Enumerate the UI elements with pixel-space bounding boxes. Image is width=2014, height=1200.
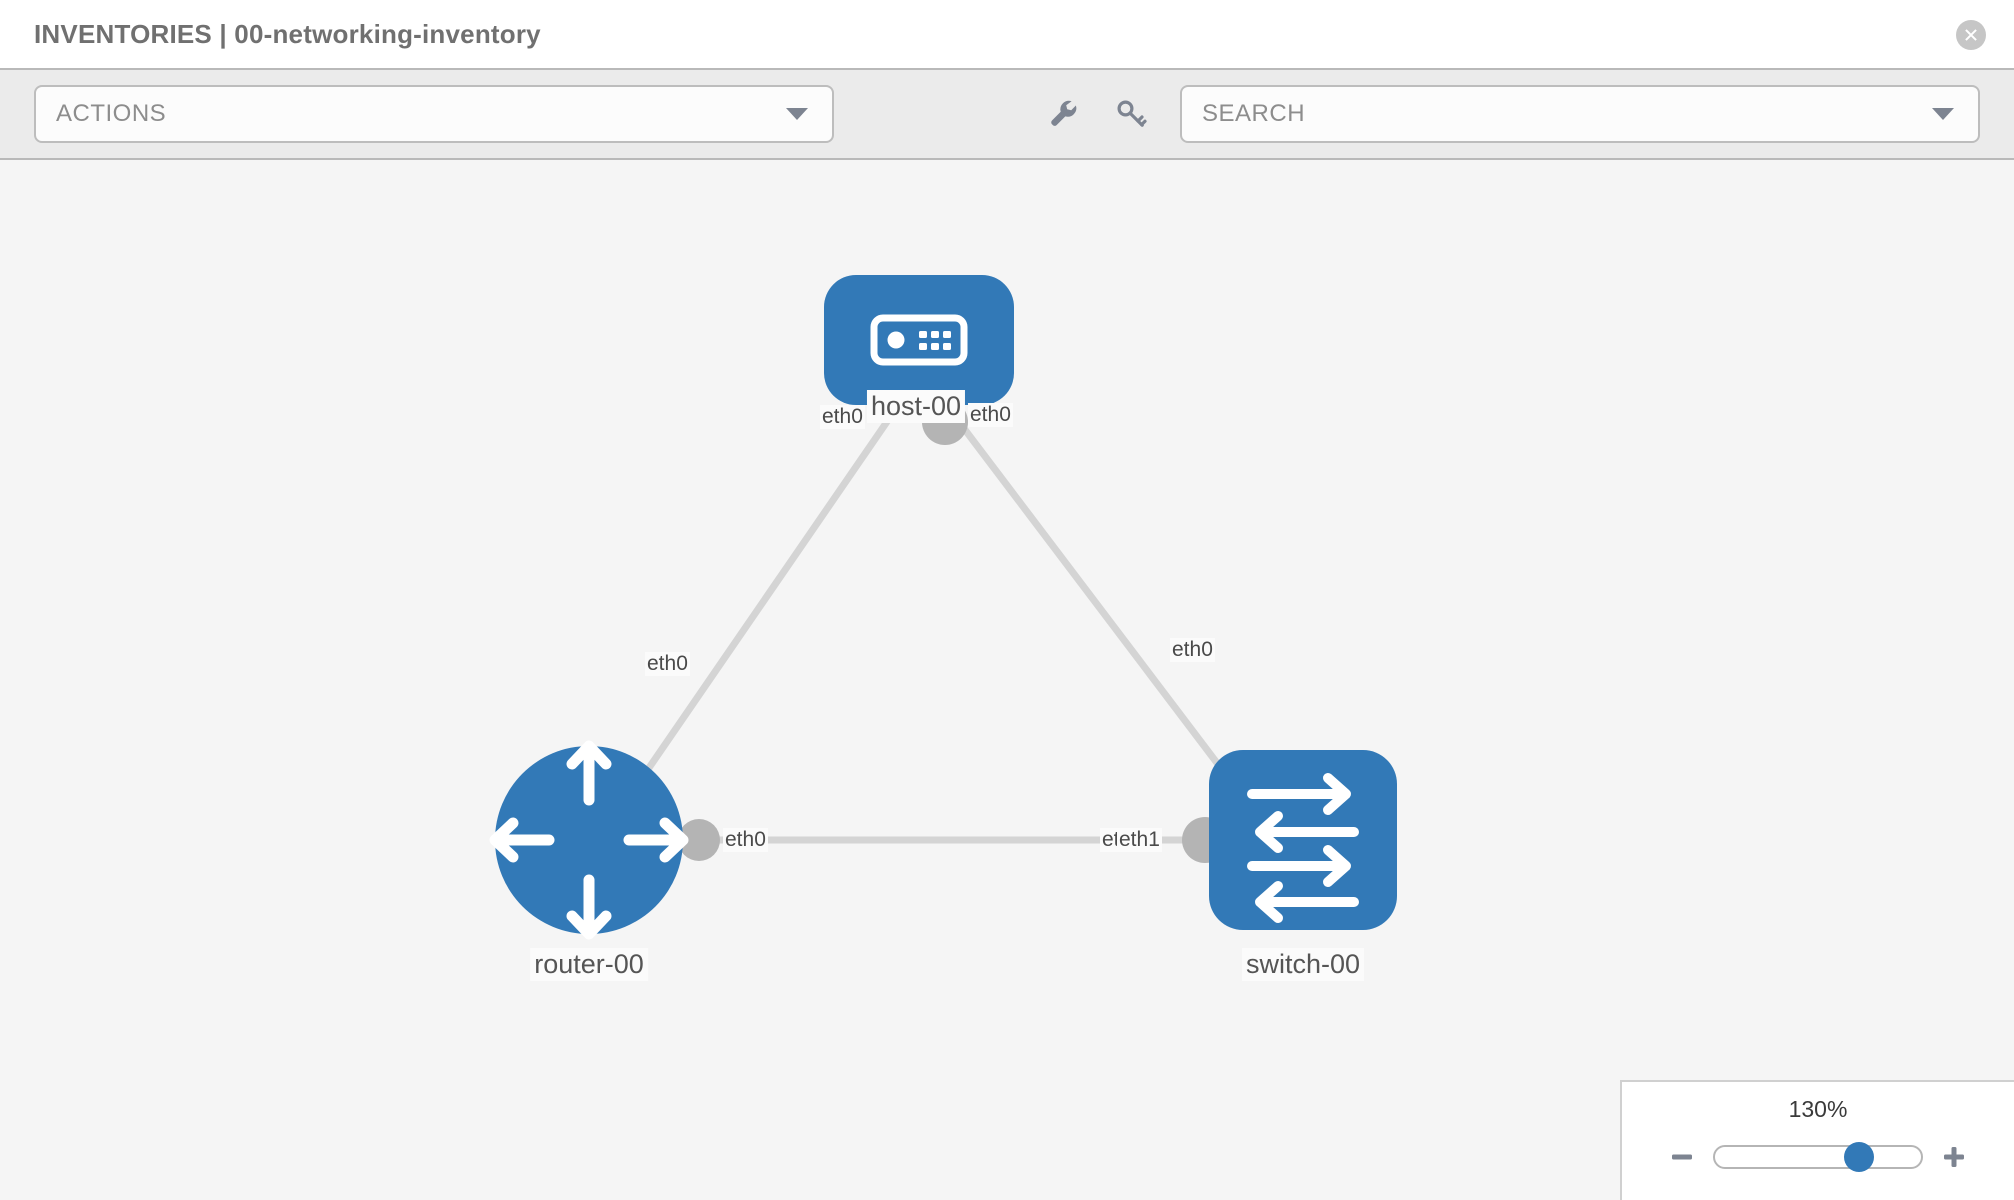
edge-label-router-switch-source: eth0 (723, 828, 768, 852)
zoom-control-panel: 130% (1620, 1080, 2014, 1200)
edge-label-host-switch-source: eth0 (968, 403, 1013, 427)
node-router-00[interactable] (489, 740, 689, 940)
node-label-router-00: router-00 (530, 948, 648, 981)
page-header: INVENTORIES | 00-networking-inventory (0, 0, 2014, 68)
zoom-level-value: 130% (1788, 1096, 1848, 1122)
search-input[interactable]: SEARCH (1180, 85, 1980, 143)
zoom-slider-thumb[interactable] (1844, 1142, 1875, 1172)
node-host-00[interactable] (824, 275, 1014, 405)
node-label-switch-00: switch-00 (1241, 948, 1365, 981)
edge-label-host-switch-target: eth0 (1170, 638, 1215, 662)
connector-router-right[interactable] (678, 819, 720, 861)
node-label-host-00: host-00 (866, 390, 966, 423)
topology-canvas[interactable]: host-00 router-00 switch-00 eth0 eth0 et… (0, 160, 2014, 1200)
wrench-icon[interactable] (1040, 91, 1086, 137)
zoom-slider-track[interactable] (1713, 1142, 1923, 1172)
zoom-in-button[interactable] (1937, 1140, 1971, 1174)
edge-layer (617, 407, 1250, 844)
close-icon[interactable] (1956, 20, 1986, 50)
edge-host-router[interactable] (617, 408, 898, 812)
actions-dropdown-label: ACTIONS (56, 100, 167, 127)
edge-label-host-router-source: eth0 (820, 405, 865, 429)
zoom-out-button[interactable] (1665, 1140, 1699, 1174)
node-switch-00[interactable] (1209, 750, 1397, 930)
key-icon[interactable] (1108, 91, 1154, 137)
edge-label-router-switch-target: eth1 (1117, 828, 1162, 852)
chevron-down-icon (786, 108, 808, 120)
connector-layer (678, 399, 1262, 863)
page-title: INVENTORIES | 00-networking-inventory (34, 18, 541, 49)
edge-host-switch[interactable] (947, 407, 1248, 803)
toolbar: ACTIONS SEARCH (0, 68, 2014, 160)
chevron-down-icon[interactable] (1932, 108, 1954, 120)
zoom-slider-row (1622, 1134, 2014, 1180)
search-placeholder: SEARCH (1202, 100, 1306, 127)
actions-dropdown[interactable]: ACTIONS (34, 85, 834, 143)
topology-graph (489, 275, 1397, 940)
edge-label-host-router-target: eth0 (645, 652, 690, 676)
